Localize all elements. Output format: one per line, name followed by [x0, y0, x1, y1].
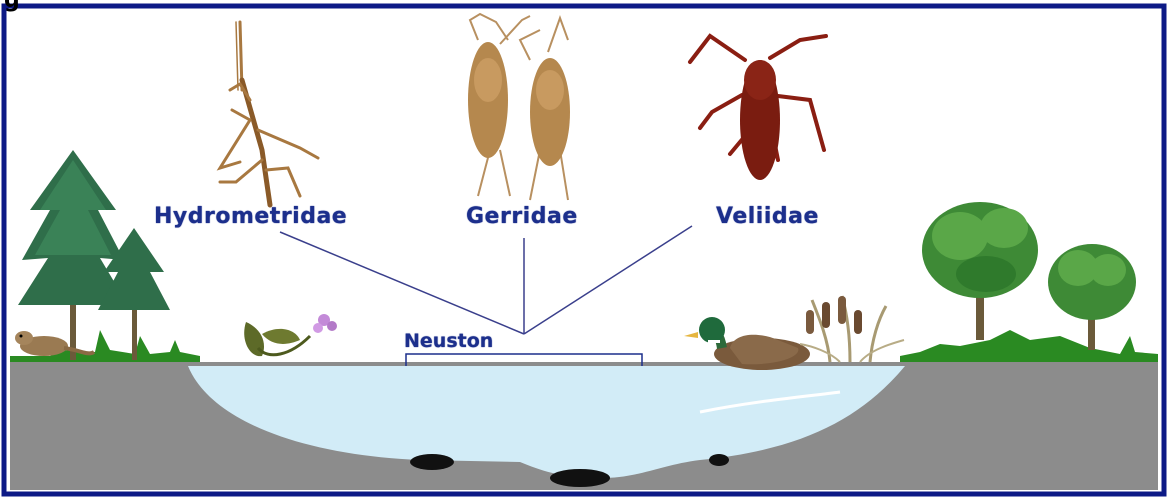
label-hydrometridae: Hydrometridae [154, 204, 347, 229]
label-neuston: Neuston [404, 330, 493, 352]
figure-corner-label: g [4, 0, 20, 13]
label-gerridae: Gerridae [466, 204, 578, 229]
label-veliidae: Veliidae [716, 204, 819, 229]
